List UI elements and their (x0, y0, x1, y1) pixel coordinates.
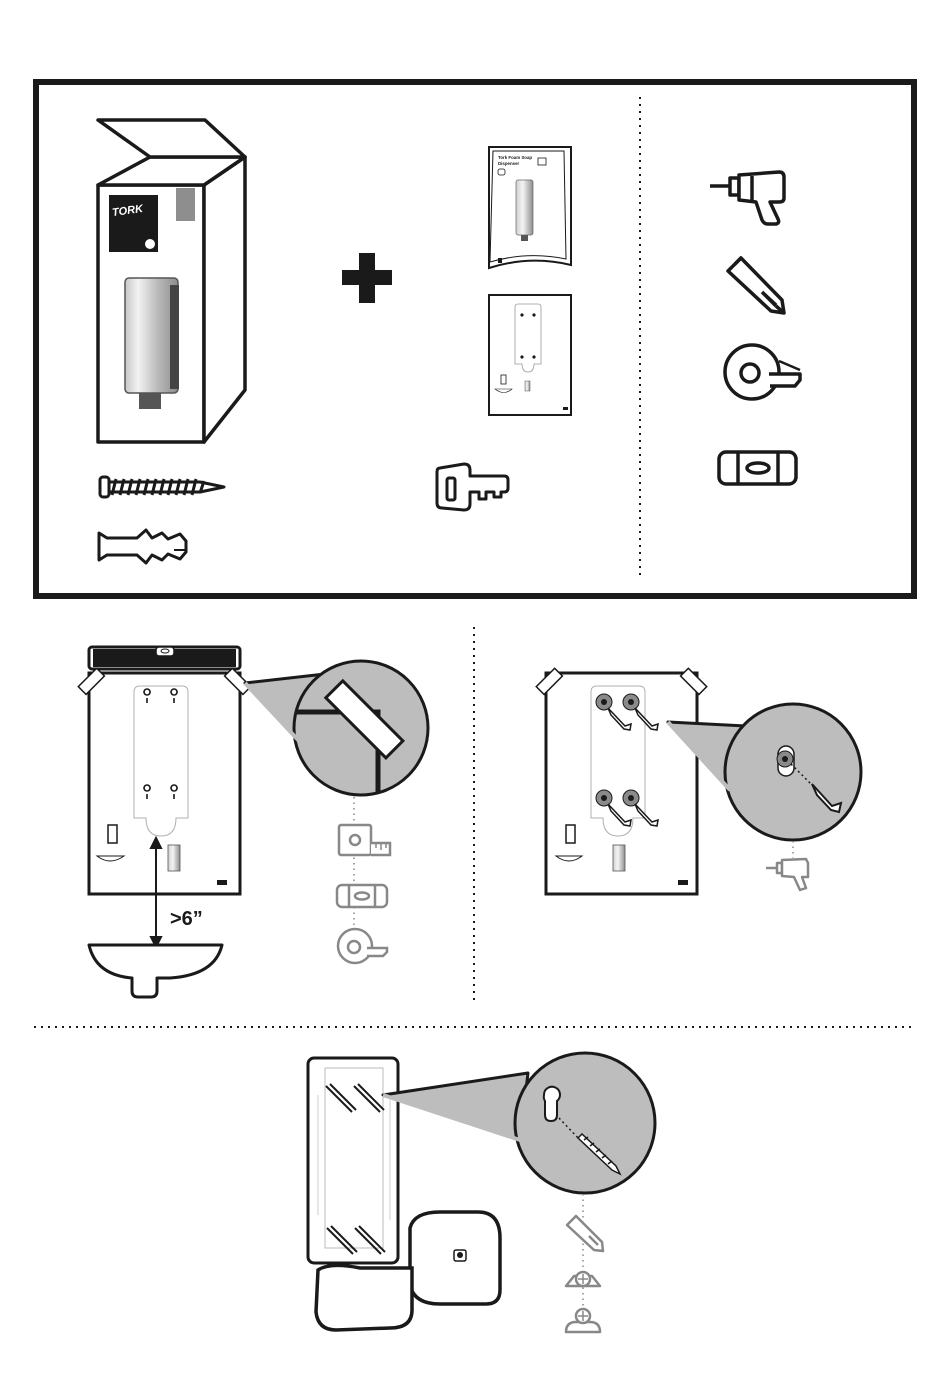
drilling-template (489, 295, 571, 415)
plus-icon (342, 253, 392, 303)
wall-plug (99, 530, 186, 563)
dispenser-box: TORK (98, 120, 245, 442)
key-icon (437, 464, 508, 510)
measuring-tape-icon (339, 825, 390, 855)
sink-basin-icon (89, 945, 222, 997)
step-mark-and-screw (308, 1053, 655, 1332)
drill-icon (710, 172, 784, 224)
screw (100, 477, 224, 497)
dispenser-base (316, 1265, 412, 1330)
pencil-icon (728, 257, 784, 313)
tape-zoom-callout (245, 661, 428, 795)
manual-subtitle: Dispenser (498, 161, 520, 166)
contents-panel: TORK Tork Foam Soap Dispenser (36, 82, 914, 596)
screw-head-icon (566, 1309, 600, 1332)
manual-title: Tork Foam Soap (498, 155, 532, 160)
min-height-label: >6” (170, 908, 203, 930)
pencil-icon (567, 1216, 603, 1251)
screw-zoom-callout (383, 1053, 655, 1193)
back-plate (308, 1058, 398, 1263)
spirit-level-icon (337, 885, 387, 907)
tape-icon (338, 929, 387, 963)
step-drill-and-plug (536, 668, 861, 894)
step-position-template: >6” (78, 647, 428, 997)
screw-head-icon (566, 1272, 600, 1286)
user-manual: Tork Foam Soap Dispenser (489, 147, 571, 268)
spirit-level-on-template (89, 647, 240, 669)
spirit-level-icon (719, 452, 796, 484)
tape-icon (725, 345, 800, 399)
drill-icon (766, 859, 808, 890)
